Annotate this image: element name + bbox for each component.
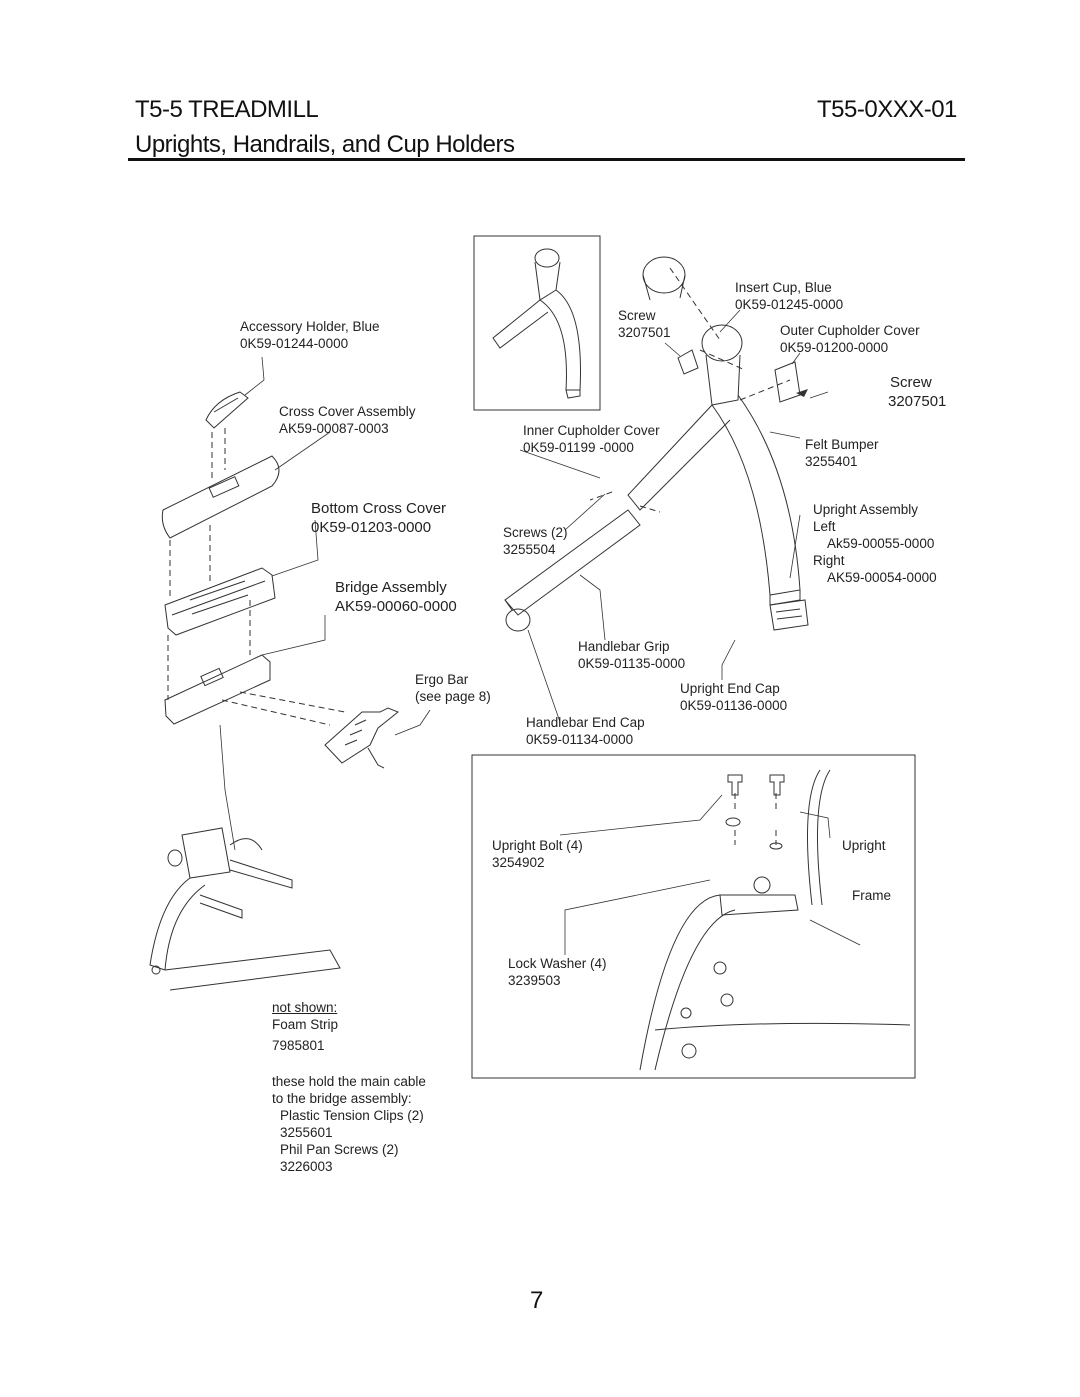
upright-label: Upright <box>842 838 886 853</box>
screws-2-label: Screws (2)3255504 <box>503 525 568 557</box>
inset-upright-detail-frame <box>473 235 601 411</box>
handlebar-end-cap-part <box>505 608 531 632</box>
alignment-lines <box>167 267 791 845</box>
outer-cupholder-cover-part <box>774 361 801 403</box>
frame-label: Frame <box>852 888 892 903</box>
lock-washer-label: Lock Washer (4)3239503 <box>508 956 607 988</box>
part-code: T55-0XXX-01 <box>817 96 957 123</box>
ergo-bar-label: Ergo Bar(see page 8) <box>415 672 491 704</box>
inset-upright-sketch <box>492 248 581 399</box>
handlebar-grip-part <box>504 509 641 616</box>
leader-lines <box>219 309 861 955</box>
accessory-holder-part <box>205 391 249 429</box>
page-number: 7 <box>530 1287 544 1314</box>
not-shown-notes: not shown: Foam Strip 7985801 <box>272 1000 339 1053</box>
inner-cupholder-cover-part <box>677 349 699 375</box>
inset-bolt-detail-frame <box>471 754 916 1079</box>
upright-assembly-label: Upright Assembly Left Ak59-00055-0000 Ri… <box>813 502 937 585</box>
upright-assembly-part <box>627 256 801 606</box>
treadmill-overview-sketch <box>149 827 341 991</box>
header-rule <box>128 158 965 161</box>
cross-cover-assembly-part <box>161 455 280 539</box>
bottom-cross-cover-part <box>164 567 276 636</box>
ergo-bar-part <box>324 707 399 769</box>
upright-end-cap-part <box>769 599 809 631</box>
bridge-assembly-part <box>164 654 271 725</box>
upright-bolt-label: Upright Bolt (4)3254902 <box>492 838 583 870</box>
screw-arrow <box>796 389 808 397</box>
bolt-detail-sketch <box>639 769 911 1071</box>
section-title: Uprights, Handrails, and Cup Holders <box>135 131 515 158</box>
model-title: T5-5 TREADMILL <box>135 96 319 123</box>
cable-notes: these hold the main cable to the bridge … <box>272 1074 426 1174</box>
